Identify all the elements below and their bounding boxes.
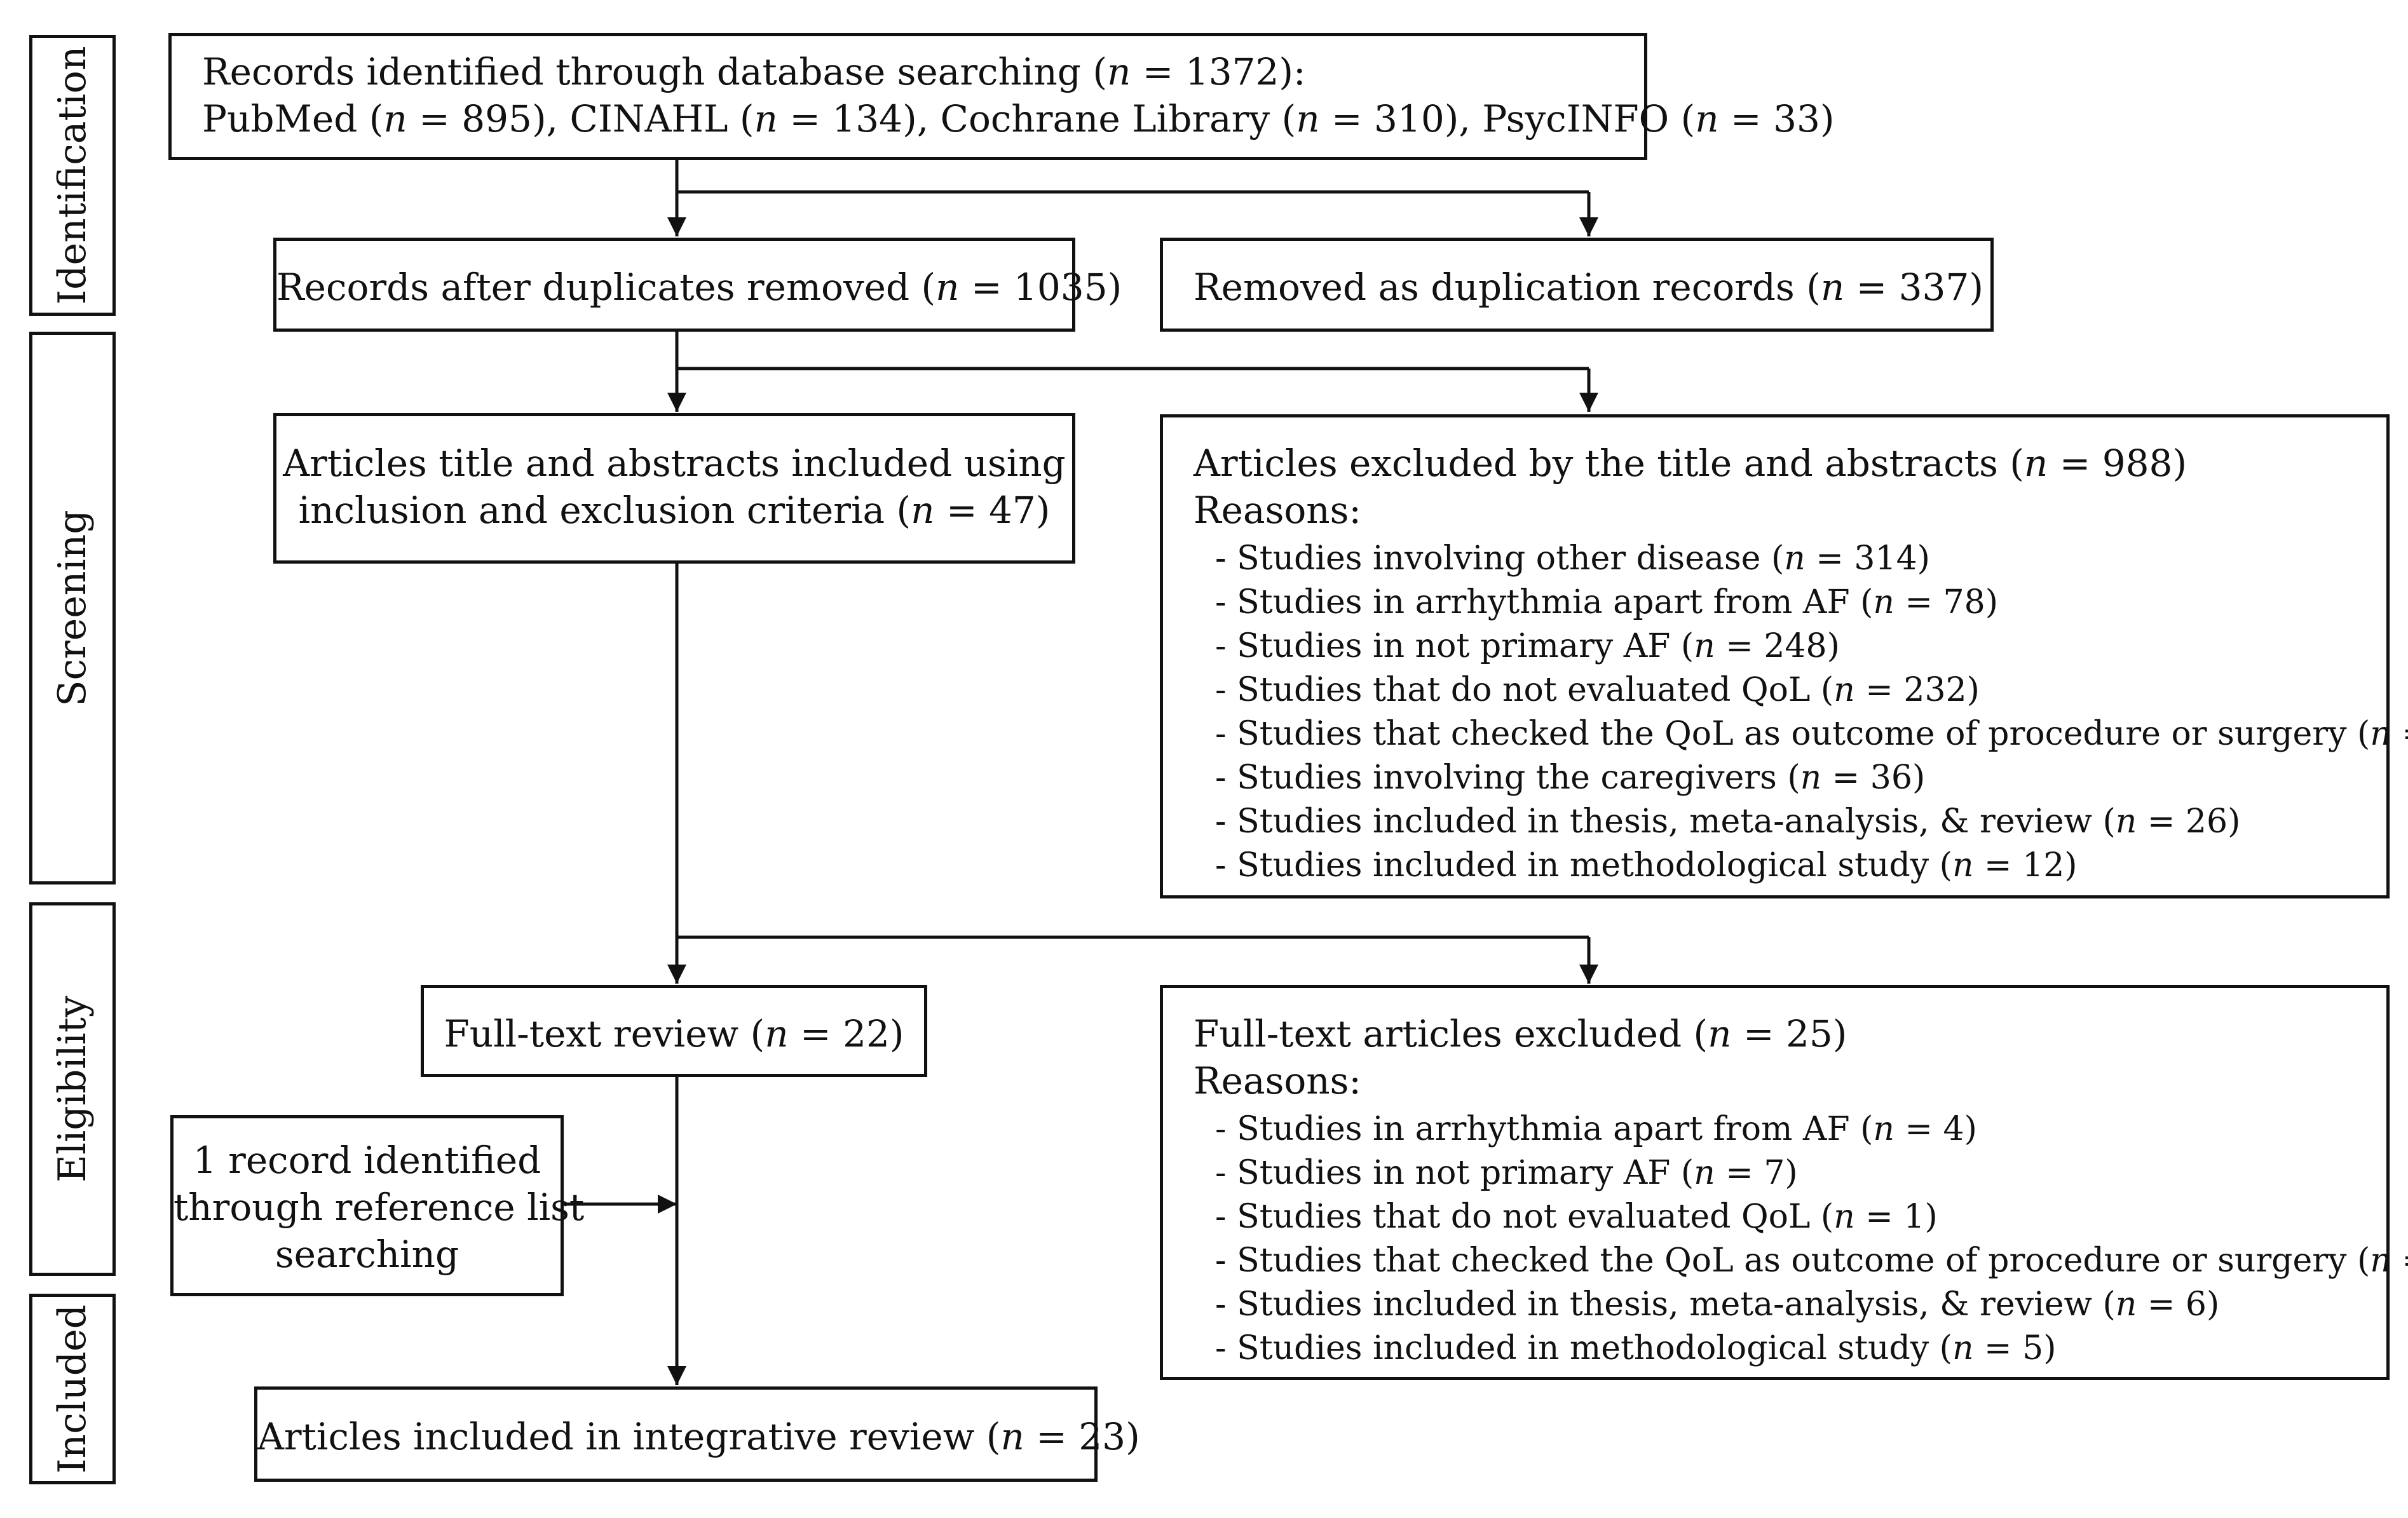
stage-identification: Identification — [29, 35, 116, 316]
reason-item: - Studies in not primary AF (n = 248) — [1215, 627, 1840, 665]
screen-excluded-box: Articles excluded by the title and abstr… — [1160, 414, 2408, 898]
reason-item: - Studies involving other disease (n = 3… — [1215, 539, 1930, 578]
removed-duplicates-box: Removed as duplication records (n = 337) — [1160, 238, 1994, 332]
reason-item: - Studies in not primary AF (n = 7) — [1215, 1154, 1798, 1192]
stage-eligibility-label: Eligibility — [50, 996, 95, 1183]
reason-item: - Studies included in thesis, meta-analy… — [1215, 1285, 2220, 1324]
reason-item: - Studies that checked the QoL as outcom… — [1215, 1242, 2408, 1280]
screened-included-line2: inclusion and exclusion criteria (n = 47… — [298, 489, 1051, 532]
reference-list-line2: through reference list — [173, 1186, 585, 1229]
after-duplicates-box: Records after duplicates removed (n = 10… — [273, 238, 1122, 332]
reason-item: - Studies in arrhythmia apart from AF (n… — [1215, 1110, 1977, 1148]
records-identified-line2: PubMed (n = 895), CINAHL (n = 134), Coch… — [202, 97, 1835, 140]
after-duplicates-text: Records after duplicates removed (n = 10… — [276, 266, 1122, 309]
reference-list-box: 1 record identified through reference li… — [170, 1115, 585, 1296]
fulltext-excluded-reasons-list: - Studies in arrhythmia apart from AF (n… — [1215, 1108, 2408, 1371]
stage-eligibility: Eligibility — [29, 902, 116, 1276]
reason-item: - Studies included in thesis, meta-analy… — [1215, 803, 2241, 841]
screened-included-box: Articles title and abstracts included us… — [273, 413, 1075, 564]
fulltext-excluded-box: Full-text articles excluded (n = 25) Rea… — [1160, 985, 2408, 1380]
reason-item: - Studies involving the caregivers (n = … — [1215, 759, 1926, 797]
fulltext-review-box: Full-text review (n = 22) — [421, 985, 927, 1077]
reason-item: - Studies that do not evaluated QoL (n =… — [1215, 1198, 1938, 1236]
stage-included: Included — [29, 1294, 116, 1484]
screen-excluded-title: Articles excluded by the title and abstr… — [1194, 442, 2187, 485]
records-identified-box: Records identified through database sear… — [168, 33, 1835, 160]
reference-list-line1: 1 record identified — [193, 1139, 541, 1182]
records-identified-line1: Records identified through database sear… — [202, 50, 1306, 93]
fulltext-excluded-reasons-label: Reasons: — [1194, 1059, 1361, 1102]
reason-item: - Studies that do not evaluated QoL (n =… — [1215, 671, 1980, 709]
included-final-box: Articles included in integrative review … — [254, 1386, 1140, 1482]
screened-included-line1: Articles title and abstracts included us… — [283, 442, 1066, 485]
stage-screening-label: Screening — [50, 510, 95, 707]
removed-duplicates-text: Removed as duplication records (n = 337) — [1194, 266, 1983, 309]
screen-excluded-reasons-list: - Studies involving other disease (n = 3… — [1215, 537, 2408, 888]
fulltext-excluded-title: Full-text articles excluded (n = 25) — [1194, 1012, 1847, 1055]
reason-item: - Studies included in methodological stu… — [1215, 846, 2078, 884]
reference-list-line3: searching — [275, 1233, 459, 1276]
screen-excluded-reasons-label: Reasons: — [1194, 489, 1361, 532]
reason-item: - Studies included in methodological stu… — [1215, 1329, 2057, 1367]
stage-included-label: Included — [50, 1304, 95, 1474]
included-final-text: Articles included in integrative review … — [257, 1415, 1140, 1458]
reason-item: - Studies that checked the QoL as outcom… — [1215, 715, 2408, 753]
fulltext-review-text: Full-text review (n = 22) — [444, 1012, 904, 1055]
stage-identification-label: Identification — [50, 46, 95, 305]
stage-screening: Screening — [29, 332, 116, 884]
reason-item: - Studies in arrhythmia apart from AF (n… — [1215, 583, 1998, 621]
